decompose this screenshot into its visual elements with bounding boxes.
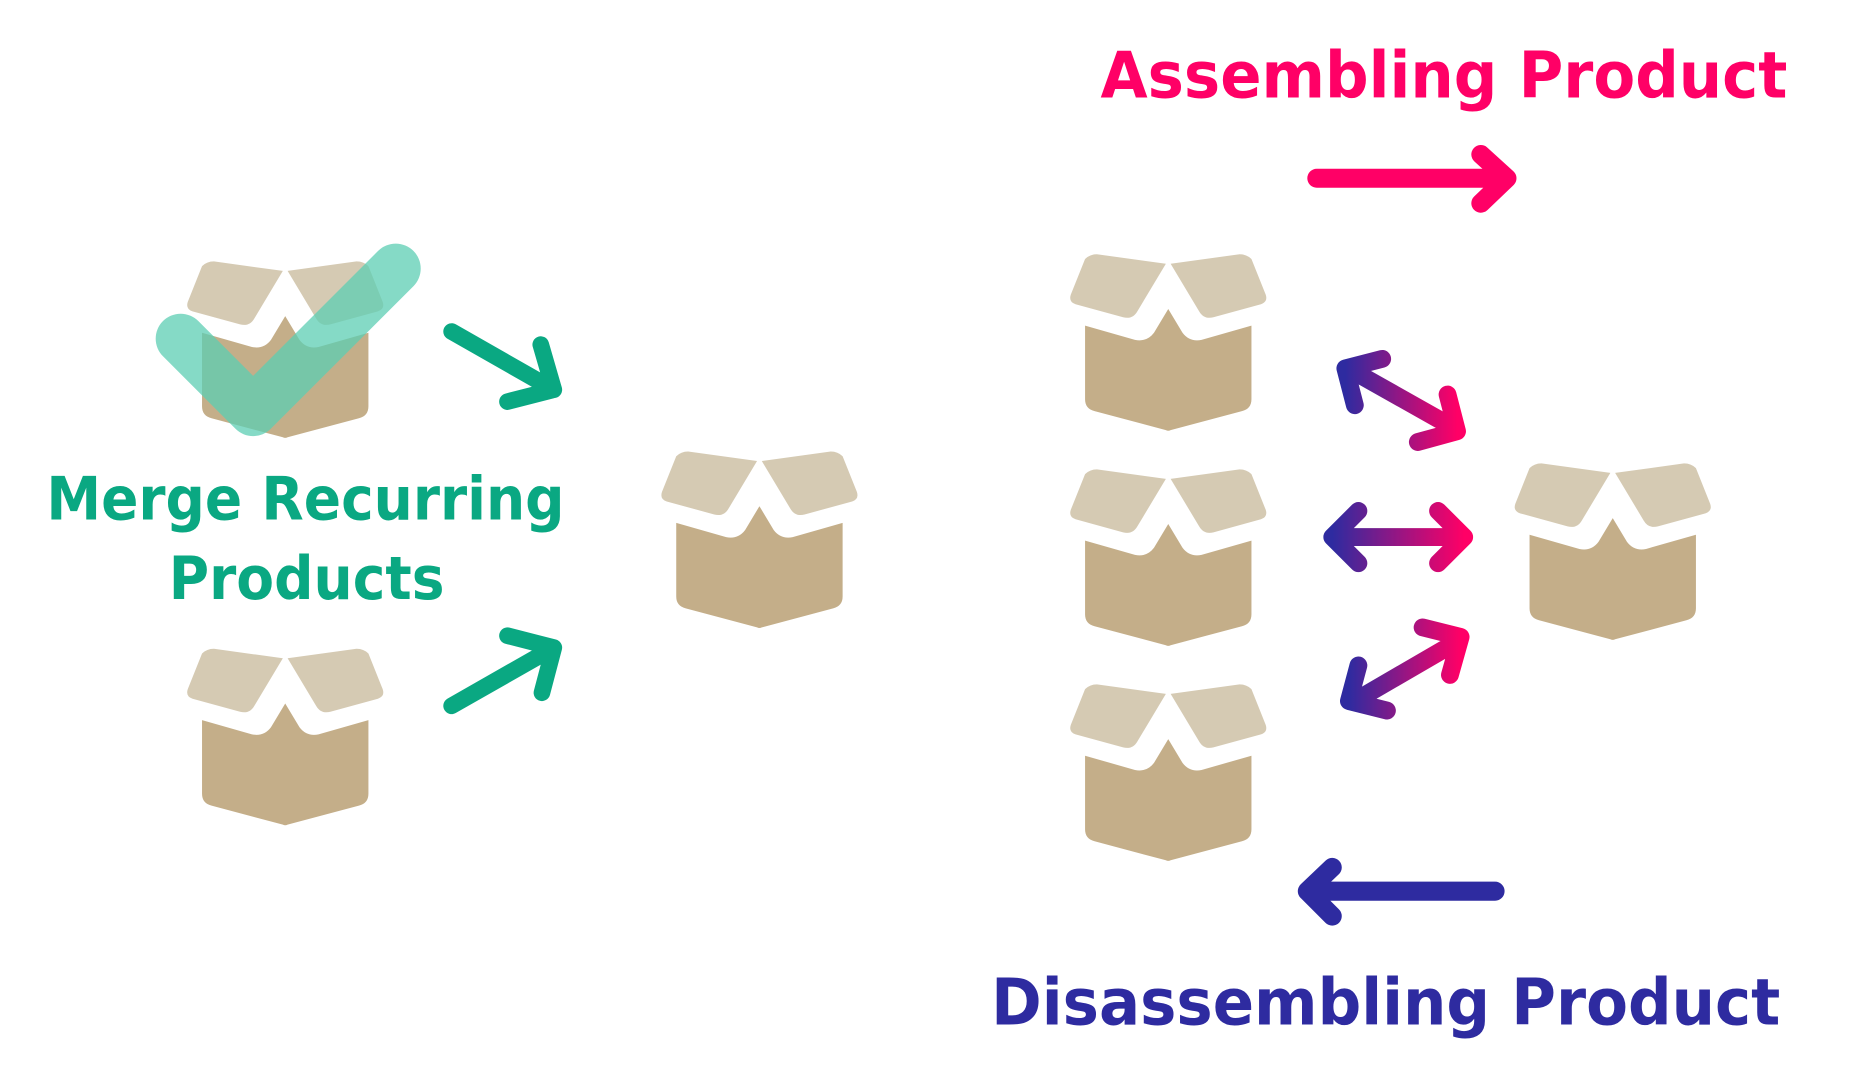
- arrow-merge-bottom: [443, 627, 563, 715]
- open-box-icon: [187, 648, 384, 826]
- arrow-assemble: [1307, 144, 1517, 213]
- merge-label-line1: Merge Recurring: [46, 465, 564, 534]
- box-component-1: [1070, 254, 1267, 431]
- open-box-icon: [1070, 469, 1267, 646]
- merge-label-line2: Products: [169, 545, 445, 614]
- double-arrow-icon: [1336, 349, 1466, 451]
- checkmark-icon: [155, 243, 421, 437]
- disassemble-label: Disassembling Product: [991, 965, 1780, 1040]
- open-box-icon: [1070, 684, 1267, 861]
- open-box-icon: [1514, 463, 1711, 640]
- double-arrow-top: [1336, 349, 1466, 451]
- box-duplicate: [187, 648, 384, 826]
- box-assembled-product: [1514, 463, 1711, 640]
- arrow-icon: [1297, 857, 1505, 926]
- double-arrow-bottom: [1339, 618, 1470, 720]
- box-component-3: [1070, 684, 1267, 861]
- box-merged: [661, 451, 858, 628]
- arrow-icon: [443, 323, 563, 410]
- double-arrow-middle: [1323, 502, 1474, 573]
- box-component-2: [1070, 469, 1267, 646]
- arrow-icon: [1307, 144, 1517, 213]
- box-duplicate-checked: [155, 243, 421, 438]
- arrow-merge-top: [443, 323, 563, 410]
- arrow-icon: [443, 627, 563, 715]
- double-arrow-icon: [1323, 502, 1474, 573]
- assemble-label: Assembling Product: [1101, 38, 1788, 113]
- arrow-disassemble: [1297, 857, 1505, 926]
- double-arrow-icon: [1339, 618, 1470, 720]
- open-box-icon: [661, 451, 858, 628]
- open-box-icon: [1070, 254, 1267, 431]
